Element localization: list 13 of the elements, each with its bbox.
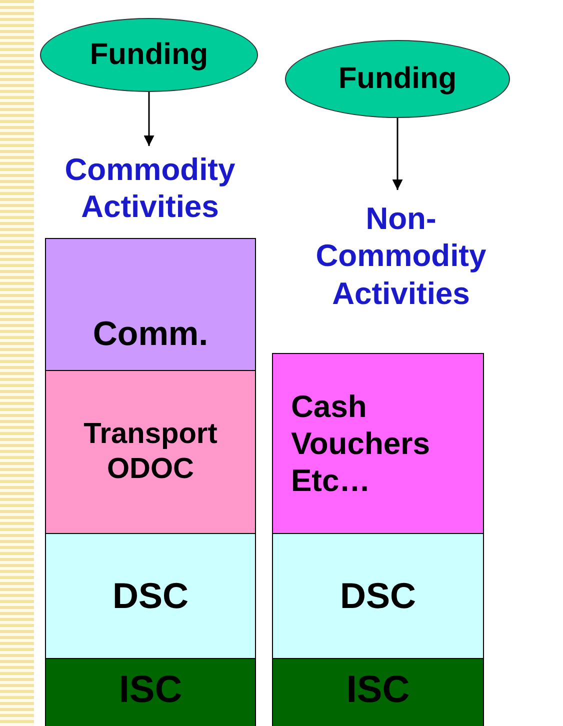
heading-text: Non- Commodity Activities: [290, 190, 512, 322]
arrow: [144, 92, 154, 146]
stack-box: Cash Vouchers Etc…: [272, 353, 484, 534]
stack-box: DSC: [272, 533, 484, 659]
stack-box: ISC: [45, 658, 256, 726]
stack-box: Transport ODOC: [45, 370, 256, 534]
heading-text: Commodity Activities: [50, 146, 250, 230]
funding-ellipse: Funding: [285, 40, 510, 118]
stack-box: Comm.: [45, 238, 256, 371]
funding-ellipse: Funding: [40, 18, 258, 92]
stack-box: DSC: [45, 533, 256, 659]
stack-box: ISC: [272, 658, 484, 726]
arrow: [392, 118, 403, 190]
